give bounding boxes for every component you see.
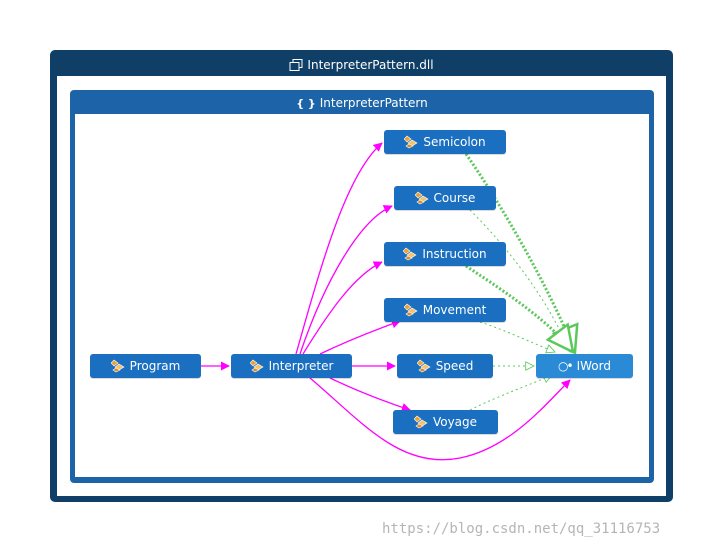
- class-node-voyage[interactable]: Voyage: [393, 410, 498, 434]
- class-node-interpreter[interactable]: Interpreter: [231, 354, 352, 378]
- node-label: Instruction: [422, 247, 487, 261]
- interface-icon: ○•: [558, 359, 574, 373]
- assembly-icon: [289, 59, 303, 71]
- class-node-movement[interactable]: Movement: [384, 298, 506, 322]
- node-label: Movement: [422, 303, 487, 317]
- node-label: Speed: [435, 359, 474, 373]
- class-icon: [416, 359, 431, 373]
- class-node-course[interactable]: Course: [394, 186, 496, 210]
- assembly-header: InterpreterPattern.dll: [50, 55, 673, 75]
- namespace-icon: { }: [296, 96, 316, 110]
- watermark-text: https://blog.csdn.net/qq_31116753: [382, 521, 661, 537]
- class-node-instruction[interactable]: Instruction: [384, 242, 506, 266]
- class-icon: [413, 415, 428, 429]
- node-label: IWord: [576, 359, 611, 373]
- class-icon: [249, 359, 264, 373]
- assembly-title: InterpreterPattern.dll: [307, 58, 434, 72]
- node-label: Interpreter: [268, 359, 334, 373]
- class-node-semicolon[interactable]: Semicolon: [384, 130, 506, 154]
- namespace-title: InterpreterPattern: [319, 96, 428, 110]
- node-label: Voyage: [432, 415, 478, 429]
- interface-node-iword[interactable]: ○• IWord: [536, 354, 633, 378]
- class-icon: [110, 359, 125, 373]
- class-icon: [403, 303, 418, 317]
- node-label: Course: [433, 191, 476, 205]
- class-node-program[interactable]: Program: [90, 354, 201, 378]
- class-node-speed[interactable]: Speed: [397, 354, 493, 378]
- class-icon: [402, 247, 417, 261]
- node-label: Semicolon: [423, 135, 486, 149]
- namespace-header: { } InterpreterPattern: [70, 94, 654, 112]
- class-icon: [403, 135, 418, 149]
- namespace-body: [75, 114, 649, 477]
- node-label: Program: [129, 359, 181, 373]
- class-icon: [414, 191, 429, 205]
- namespace-container: { } InterpreterPattern: [70, 90, 654, 483]
